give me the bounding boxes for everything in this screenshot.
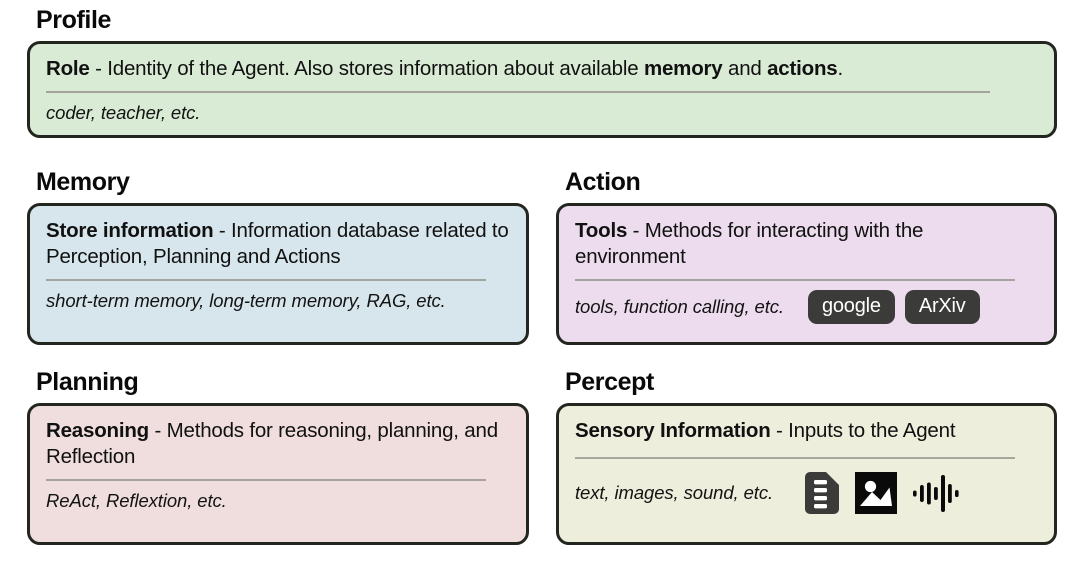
card-percept-term: Sensory Information — [575, 419, 771, 442]
card-planning-term: Reasoning — [46, 419, 149, 442]
card-planning-desc: - Methods for reasoning, planning, and R… — [46, 419, 498, 469]
card-action-term: Tools — [575, 219, 628, 242]
section-title-percept: Percept — [565, 368, 654, 396]
card-profile-desc-3: . — [837, 57, 843, 80]
card-action-examples: tools, function calling, etc. google ArX… — [575, 289, 1038, 324]
card-profile-desc-1: - Identity of the Agent. Also stores inf… — [89, 57, 644, 80]
tool-chip-row: google ArXiv — [807, 289, 980, 324]
card-profile-term: Role — [46, 57, 90, 80]
card-memory-examples-text: short-term memory, long-term memory, RAG… — [46, 289, 446, 311]
card-memory-desc: - Information database related to Percep… — [46, 219, 509, 269]
card-action-divider — [575, 279, 1015, 281]
card-memory-divider — [46, 279, 486, 281]
tool-chip-arxiv[interactable]: ArXiv — [904, 289, 980, 324]
card-percept-desc: - Inputs to the Agent — [770, 419, 956, 442]
card-percept-examples-text: text, images, sound, etc. — [575, 481, 774, 503]
card-memory-examples: short-term memory, long-term memory, RAG… — [46, 290, 510, 312]
section-title-planning: Planning — [36, 368, 139, 396]
card-profile-headline: Role - Identity of the Agent. Also store… — [46, 56, 1038, 82]
tool-chip-google[interactable]: google — [807, 289, 895, 324]
modality-icon-row — [805, 471, 961, 514]
card-profile: Role - Identity of the Agent. Also store… — [27, 41, 1057, 138]
card-profile-divider — [46, 91, 990, 93]
image-icon — [855, 471, 898, 514]
card-planning-headline: Reasoning - Methods for reasoning, plann… — [46, 418, 510, 470]
section-title-memory: Memory — [36, 168, 130, 196]
card-profile-desc-2: and — [722, 57, 768, 80]
card-profile-term-actions: actions — [767, 57, 838, 80]
card-profile-examples-text: coder, teacher, etc. — [46, 101, 201, 123]
card-planning-examples: ReAct, Reflextion, etc. — [46, 490, 510, 512]
card-action-desc: - Methods for interacting with the envir… — [575, 219, 924, 269]
card-percept-headline: Sensory Information - Inputs to the Agen… — [575, 418, 1038, 444]
card-memory-headline: Store information - Information database… — [46, 218, 510, 270]
card-profile-term-memory: memory — [643, 57, 723, 80]
card-memory-term: Store information — [46, 219, 214, 242]
card-planning-examples-text: ReAct, Reflextion, etc. — [46, 489, 227, 511]
card-profile-examples: coder, teacher, etc. — [46, 102, 1038, 124]
card-percept-divider — [575, 457, 1015, 459]
card-percept: Sensory Information - Inputs to the Agen… — [556, 403, 1057, 545]
card-action-examples-text: tools, function calling, etc. — [575, 295, 784, 317]
section-title-profile: Profile — [36, 6, 111, 34]
card-planning: Reasoning - Methods for reasoning, plann… — [27, 403, 529, 545]
section-title-action: Action — [565, 168, 641, 196]
audio-waveform-icon — [913, 474, 959, 512]
card-memory: Store information - Information database… — [27, 203, 529, 345]
card-percept-examples: text, images, sound, etc. — [575, 471, 1038, 514]
card-action: Tools - Methods for interacting with the… — [556, 203, 1057, 345]
card-action-headline: Tools - Methods for interacting with the… — [575, 218, 1038, 270]
card-planning-divider — [46, 479, 486, 481]
document-icon — [805, 471, 840, 514]
